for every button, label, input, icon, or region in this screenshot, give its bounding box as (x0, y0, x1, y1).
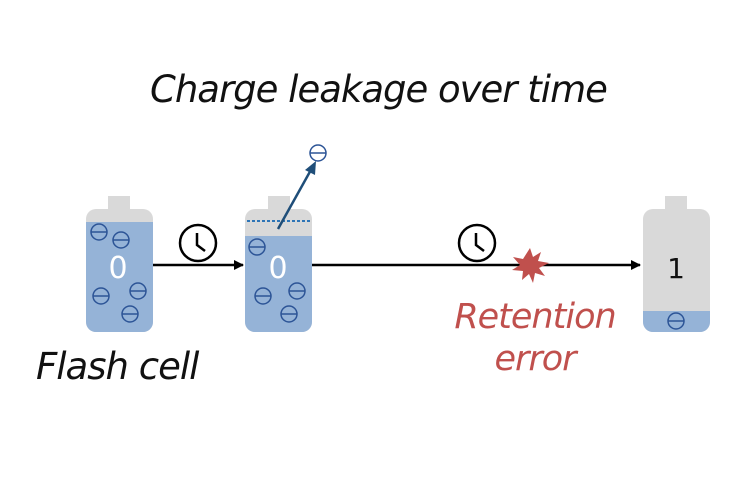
cell-value: 1 (667, 252, 685, 285)
electron-icon (129, 282, 147, 300)
electron-icon (90, 223, 108, 241)
electron-icon (112, 231, 130, 249)
flash-cell-initial: 0 (86, 196, 153, 332)
leak-arrow (276, 161, 316, 230)
flash-cell-label: Flash cell (36, 345, 199, 388)
electron-icon (309, 144, 327, 162)
error-burst-icon (512, 248, 549, 283)
electron-icon (254, 287, 272, 305)
cell-value: 0 (268, 251, 287, 286)
electron-icon (248, 238, 266, 256)
electron-icon (121, 305, 139, 323)
electron-icon (280, 305, 298, 323)
flash-cell-final: 1 (643, 196, 710, 332)
cell-value: 0 (108, 251, 127, 286)
clock-icon (457, 223, 497, 263)
clock-icon (178, 223, 218, 263)
retention-error-line2: error (494, 339, 576, 379)
electron-icon (667, 312, 685, 330)
electron-icon (288, 282, 306, 300)
retention-error-label: Retention error (440, 296, 630, 380)
flash-cell-leaking: 0 (245, 196, 312, 332)
diagram-title: Charge leakage over time (150, 68, 608, 111)
retention-error-line1: Retention (454, 297, 616, 337)
electron-icon (92, 287, 110, 305)
